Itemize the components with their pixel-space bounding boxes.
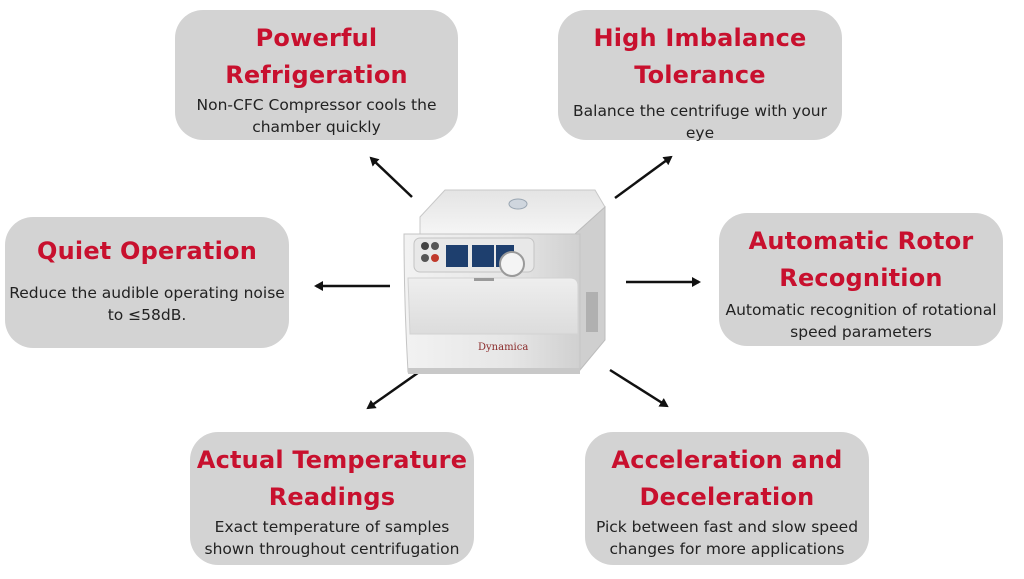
feature-desc: Automatic recognition of rotational spee…	[725, 301, 997, 341]
feature-card-temperature: Actual Temperature Readings Exact temper…	[190, 432, 474, 565]
model-label	[474, 278, 494, 281]
arrow-to-temperature	[366, 368, 423, 410]
feature-desc: Non-CFC Compressor cools the chamber qui…	[196, 96, 437, 136]
feature-desc: Pick between fast and slow speed changes…	[595, 518, 859, 558]
feature-card-acceleration: Acceleration and Deceleration Pick betwe…	[585, 432, 869, 565]
lcd-display-2	[472, 245, 494, 267]
feature-desc: Balance the centrifuge with your eye	[573, 102, 827, 142]
feature-desc: Reduce the audible operating noise to ≤5…	[9, 284, 285, 324]
feature-title: High Imbalance Tolerance	[593, 24, 807, 89]
feature-title: Actual Temperature Readings	[196, 446, 468, 511]
feature-desc: Exact temperature of samples shown throu…	[204, 518, 460, 558]
arrow-to-refrigeration	[369, 156, 413, 198]
start-button	[431, 242, 439, 250]
lcd-display-1	[446, 245, 468, 267]
feature-card-rotor: Automatic Rotor Recognition Automatic re…	[719, 213, 1003, 346]
centrifuge-base	[408, 368, 580, 374]
centrifuge-lid	[419, 189, 606, 235]
control-knob	[499, 251, 525, 277]
feature-title: Automatic Rotor Recognition	[748, 227, 974, 292]
side-vent	[586, 292, 598, 332]
centrifuge-image: Dynamica	[403, 189, 606, 374]
front-panel	[407, 277, 579, 335]
feature-card-imbalance: High Imbalance Tolerance Balance the cen…	[558, 10, 842, 142]
brand-logo: Dynamica	[478, 342, 528, 353]
feature-card-quiet: Quiet Operation Reduce the audible opera…	[5, 217, 289, 348]
feature-title: Quiet Operation	[37, 237, 257, 265]
feature-card-refrigeration: Powerful Refrigeration Non-CFC Compresso…	[175, 10, 458, 140]
arrow-to-acceleration	[609, 368, 669, 408]
arrow-to-imbalance	[614, 155, 673, 200]
stop-button	[431, 254, 439, 262]
power-button	[421, 242, 429, 250]
lid-knob	[508, 198, 528, 210]
feature-title-text: Powerful Refrigeration	[225, 24, 408, 89]
feature-title: Acceleration and Deceleration	[611, 446, 843, 511]
mode-button	[421, 254, 429, 262]
feature-title: Powerful Refrigeration	[175, 20, 458, 94]
